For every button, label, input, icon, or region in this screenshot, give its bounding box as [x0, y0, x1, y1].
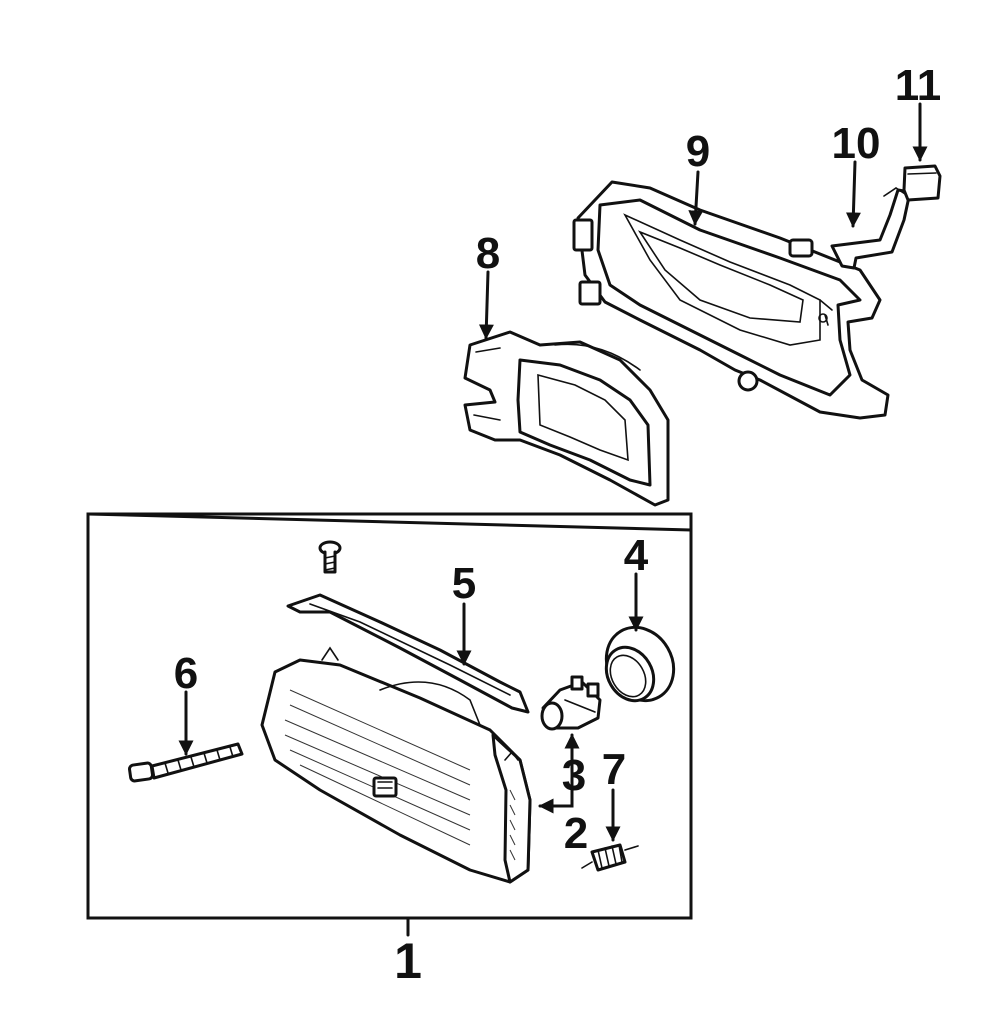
part-11-clip — [902, 164, 942, 202]
leader-2 — [538, 776, 574, 814]
callout-3: 3 — [562, 751, 586, 800]
part-8-bezel-frame — [463, 330, 670, 507]
callout-8: 8 — [476, 229, 500, 278]
part-3-bulb — [540, 675, 602, 731]
part-10-mounting-bracket — [830, 187, 912, 270]
callout-1: 1 — [394, 933, 422, 989]
callout-10: 10 — [832, 119, 881, 168]
part-9-housing-bracket — [572, 180, 890, 420]
leader-10 — [845, 160, 861, 228]
part-6-adjusting-screw — [128, 742, 244, 783]
leader-8 — [478, 270, 494, 340]
callout-4: 4 — [624, 531, 649, 580]
callout-6: 6 — [174, 649, 198, 698]
callout-2: 2 — [564, 809, 588, 858]
callout-9: 9 — [686, 127, 710, 176]
part-4-retaining-ring — [604, 625, 676, 703]
leader-9 — [688, 170, 704, 226]
callout-7: 7 — [602, 745, 626, 794]
part-7-spring — [581, 843, 639, 872]
callout-labels: 11 10 9 8 4 5 6 3 7 2 1 — [174, 61, 942, 989]
assembly-1-boundary — [86, 512, 693, 920]
leader-lines — [178, 102, 928, 937]
callout-11: 11 — [895, 61, 942, 110]
callout-5: 5 — [452, 559, 476, 608]
part-5-mounting-strip — [286, 593, 530, 714]
part-1-headlamp-lens — [260, 646, 532, 884]
assembly-box-top-edge — [87, 512, 692, 532]
part-screw-small — [318, 540, 342, 574]
